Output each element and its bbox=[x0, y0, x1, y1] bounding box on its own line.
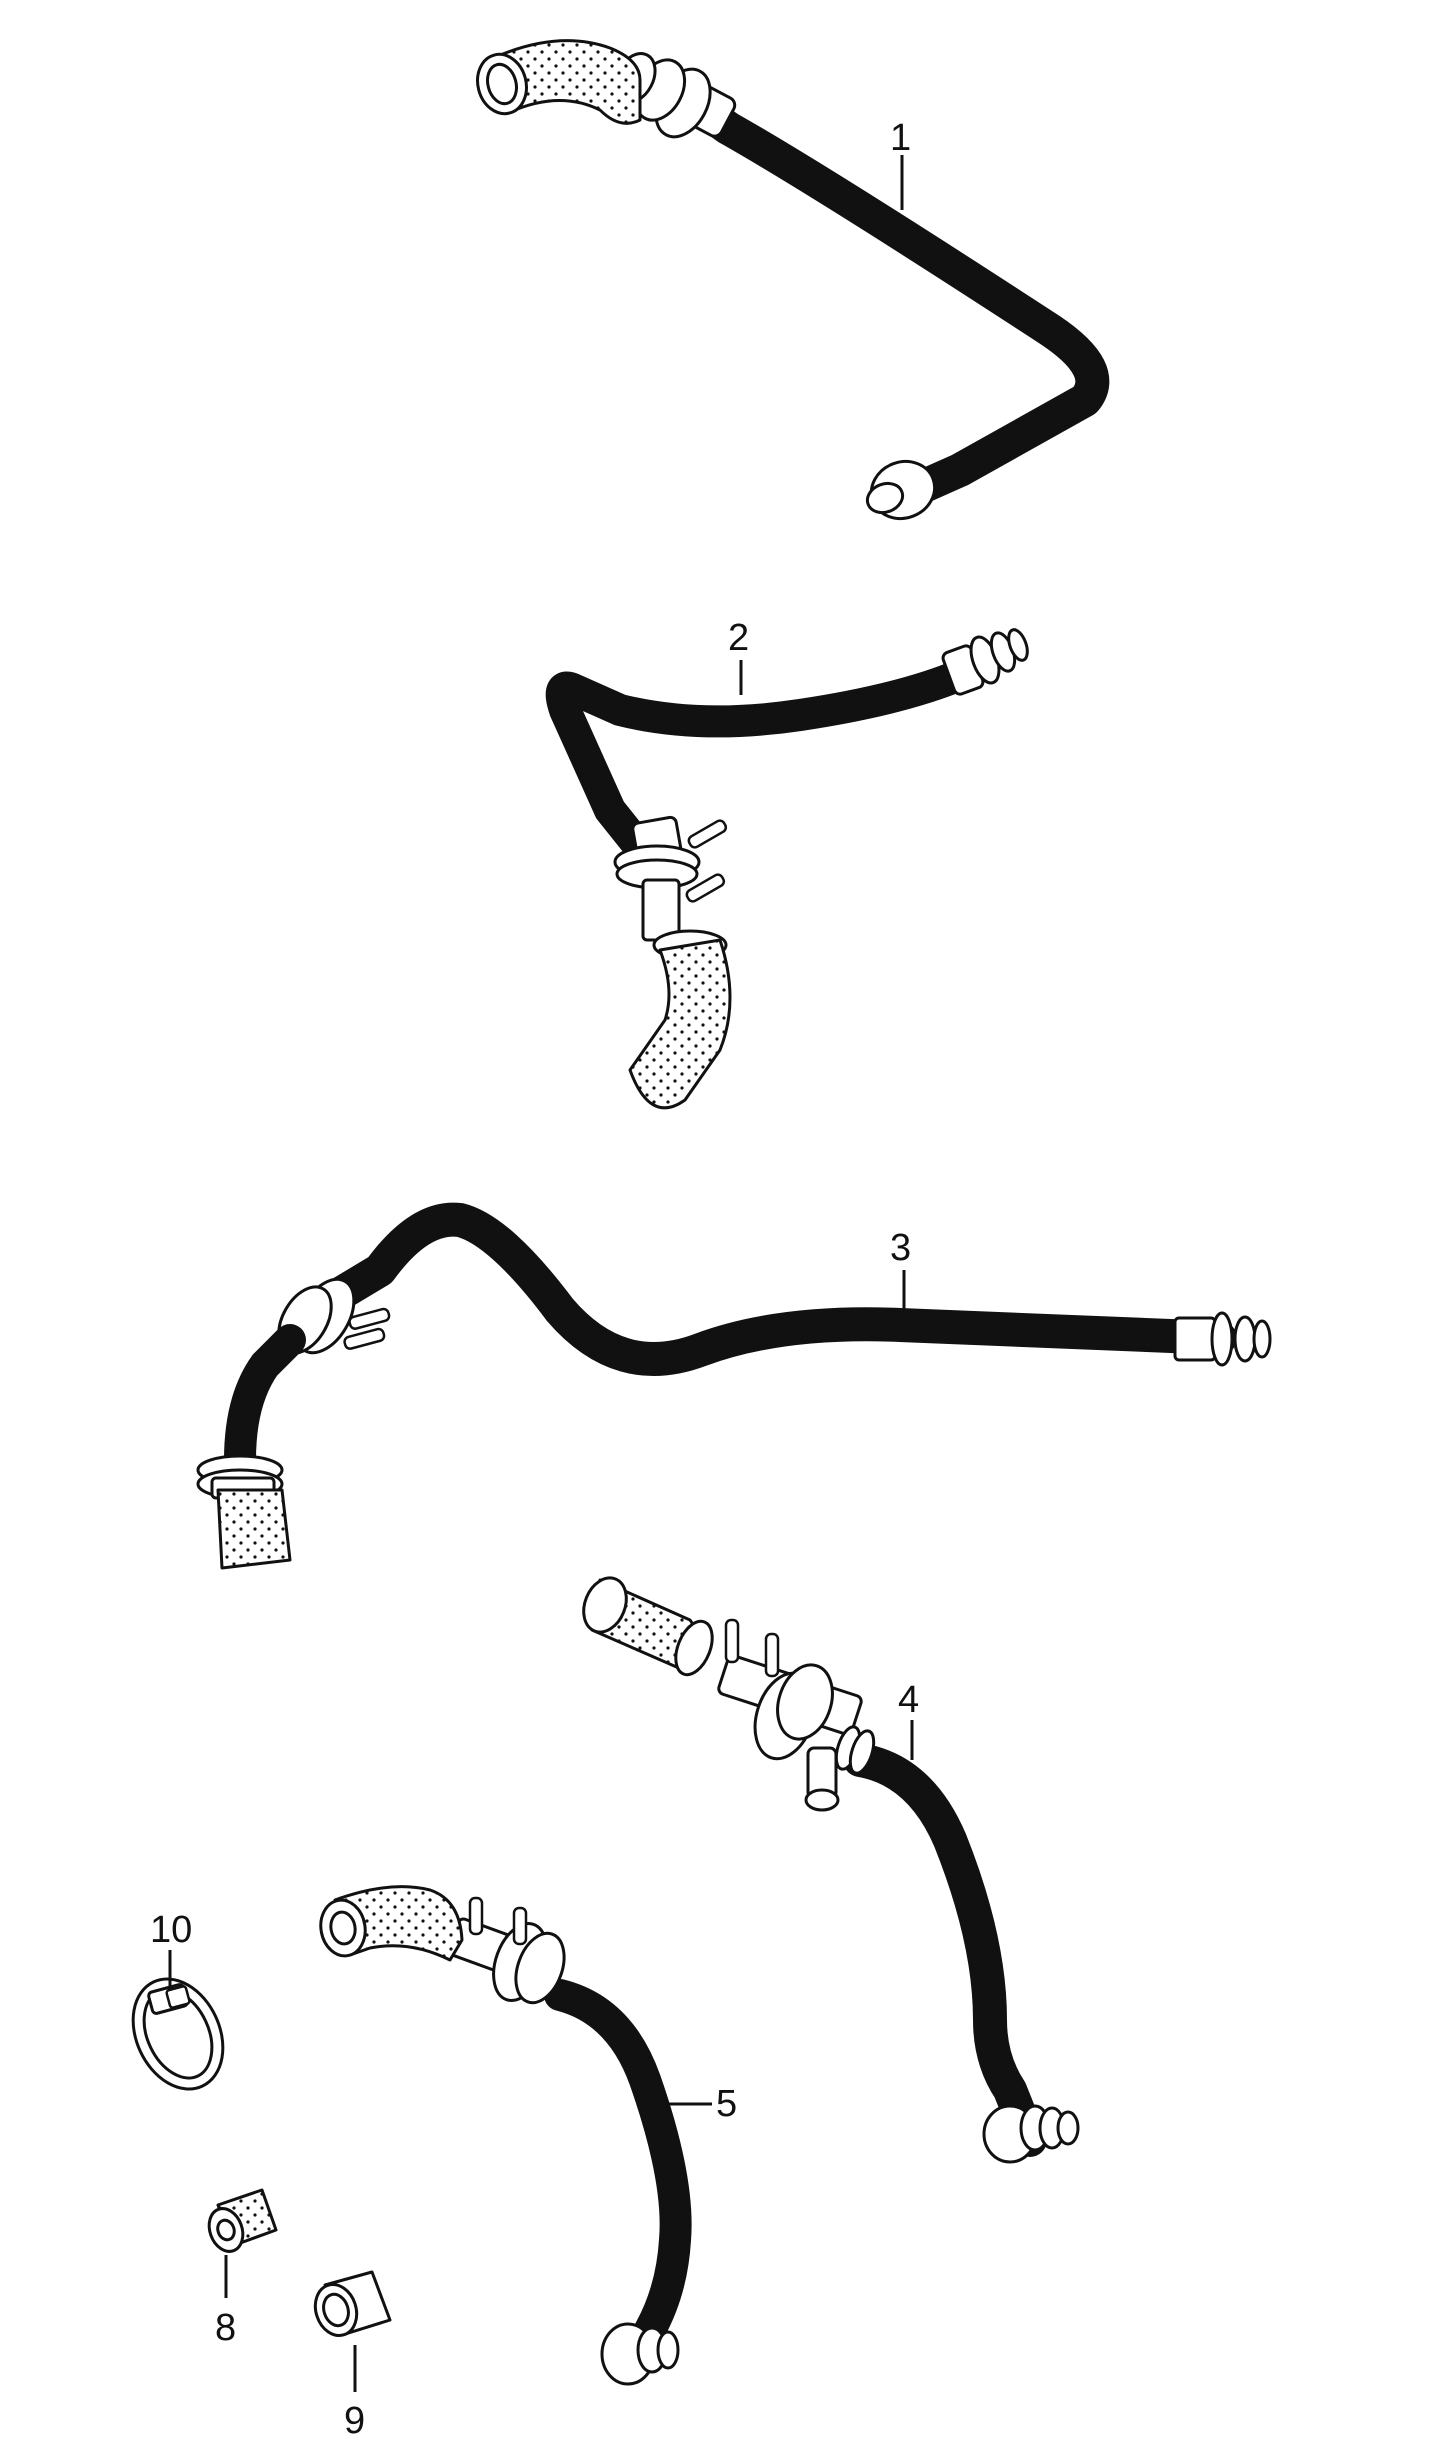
part-4-hose bbox=[582, 1576, 1080, 2164]
callout-label-3: 3 bbox=[890, 1227, 911, 1269]
callout-label-8: 8 bbox=[215, 2307, 236, 2349]
callout-label-10: 10 bbox=[150, 1909, 192, 1951]
part-8-fitting bbox=[207, 2188, 278, 2253]
part-3-hose bbox=[196, 1202, 1272, 1570]
part-2-hose bbox=[545, 628, 1029, 1110]
callout-label-4: 4 bbox=[898, 1679, 919, 1721]
callout-label-9: 9 bbox=[344, 2400, 365, 2442]
callout-label-5: 5 bbox=[716, 2083, 737, 2125]
callout-label-2: 2 bbox=[728, 617, 749, 659]
part-9-grommet bbox=[313, 2270, 392, 2337]
part-1-hose bbox=[476, 39, 1110, 520]
part-5-hose bbox=[319, 1885, 692, 2386]
part-10-clamp bbox=[131, 1977, 225, 2091]
callout-label-1: 1 bbox=[890, 117, 911, 159]
